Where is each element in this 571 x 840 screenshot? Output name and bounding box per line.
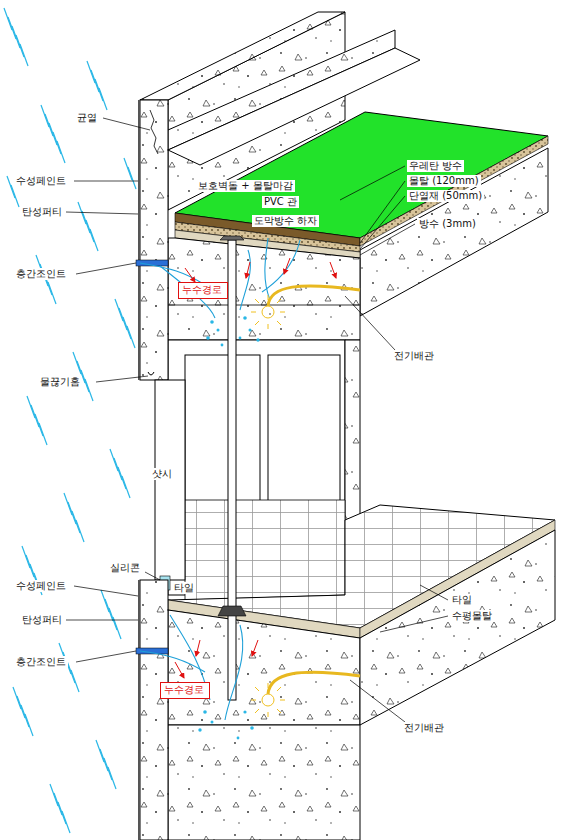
rain-stroke xyxy=(26,555,34,577)
rain-stroke xyxy=(127,326,135,348)
rain-stroke xyxy=(39,423,47,445)
part-label: 탄성퍼티 xyxy=(20,206,64,218)
rain-stroke xyxy=(25,714,33,736)
rain-stroke xyxy=(41,105,49,127)
rain-stroke xyxy=(109,608,117,630)
part-label: 전기배관 xyxy=(392,350,436,362)
rain-stroke xyxy=(87,61,95,83)
rain-stroke xyxy=(67,661,75,683)
part-label: PVC 관 xyxy=(262,196,299,208)
part-label: 단열재 (50mm) xyxy=(407,190,484,202)
rain-stroke xyxy=(53,132,61,154)
part-label: 탄성퍼티 xyxy=(20,614,64,626)
rain-stroke xyxy=(81,370,89,392)
rain-stroke xyxy=(8,17,16,39)
part-label: 수성페인트 xyxy=(14,175,68,187)
part-label: 우레탄 방수 xyxy=(407,160,464,172)
rain-stroke xyxy=(95,79,103,101)
rain-stroke xyxy=(85,379,93,401)
rain-stroke xyxy=(108,767,116,789)
rain-stroke xyxy=(96,740,104,762)
rain-stroke xyxy=(114,458,122,480)
rain-stroke xyxy=(71,670,79,692)
part-label: 타일 xyxy=(172,582,196,594)
rain-stroke xyxy=(91,70,99,92)
rain-stroke xyxy=(76,520,84,542)
rain-stroke xyxy=(101,590,109,612)
rain-stroke xyxy=(27,396,35,418)
rain-stroke xyxy=(12,26,20,48)
rain-stroke xyxy=(13,687,21,709)
rain-stroke xyxy=(11,185,19,207)
rain-stroke xyxy=(21,705,29,727)
rain-stroke xyxy=(122,476,130,498)
rain-stroke xyxy=(104,758,112,780)
part-label: 수성페인트 xyxy=(14,580,68,592)
rain-stroke xyxy=(16,35,24,57)
rain-stroke xyxy=(17,696,25,718)
rain-stroke xyxy=(49,123,57,145)
leak-path-text: 누수경로 xyxy=(164,684,206,696)
rain-stroke xyxy=(20,44,28,66)
part-label: 타일 xyxy=(450,594,474,606)
rain-stroke xyxy=(4,8,12,30)
rain-stroke xyxy=(35,414,43,436)
part-label: 물끊기홈 xyxy=(38,376,82,388)
part-label: 층간조인트 xyxy=(14,268,68,280)
rain-stroke xyxy=(110,449,118,471)
rain-stroke xyxy=(48,282,56,304)
rain-stroke xyxy=(78,202,86,224)
rain-stroke xyxy=(115,299,123,321)
rain-stroke xyxy=(22,546,30,568)
part-label: 전기배관 xyxy=(402,722,446,734)
rain-stroke xyxy=(72,511,80,533)
rain-stroke xyxy=(100,749,108,771)
rain-stroke xyxy=(128,167,136,189)
rain-stroke xyxy=(90,229,98,251)
rain-stroke xyxy=(58,802,66,824)
rain-stroke xyxy=(86,220,94,242)
leak-path-tag: 누수경로 xyxy=(160,682,210,699)
rain-stroke xyxy=(45,114,53,136)
part-label: 샷시 xyxy=(150,468,174,480)
part-label: 방수 (3mm) xyxy=(417,218,478,230)
rain-stroke xyxy=(50,784,58,806)
rain-stroke xyxy=(73,352,81,374)
part-label: 도막방수 하자 xyxy=(252,215,319,227)
rain-stroke xyxy=(82,211,90,233)
rain-stroke xyxy=(62,811,70,833)
rain-stroke xyxy=(105,599,113,621)
part-label: 보호벽돌 + 몰탈마감 xyxy=(196,180,295,192)
rain-stroke xyxy=(123,317,131,339)
rain-stroke xyxy=(99,88,107,110)
part-label: 층간조인트 xyxy=(14,656,68,668)
part-label: 몰탈 (120mm) xyxy=(407,175,481,187)
rain-stroke xyxy=(57,141,65,163)
leak-path-text: 누수경로 xyxy=(182,284,224,296)
rain-stroke xyxy=(68,502,76,524)
leak-path-tag: 누수경로 xyxy=(178,282,228,299)
part-label: 수평몰탈 xyxy=(450,610,494,622)
rain-stroke xyxy=(31,405,39,427)
rain-stroke xyxy=(124,158,132,180)
rain-stroke xyxy=(54,793,62,815)
rain-stroke xyxy=(64,493,72,515)
rain-stroke xyxy=(119,308,127,330)
rain-stroke xyxy=(118,467,126,489)
part-label: 균열 xyxy=(75,112,99,124)
part-label: 실리콘 xyxy=(108,562,142,574)
